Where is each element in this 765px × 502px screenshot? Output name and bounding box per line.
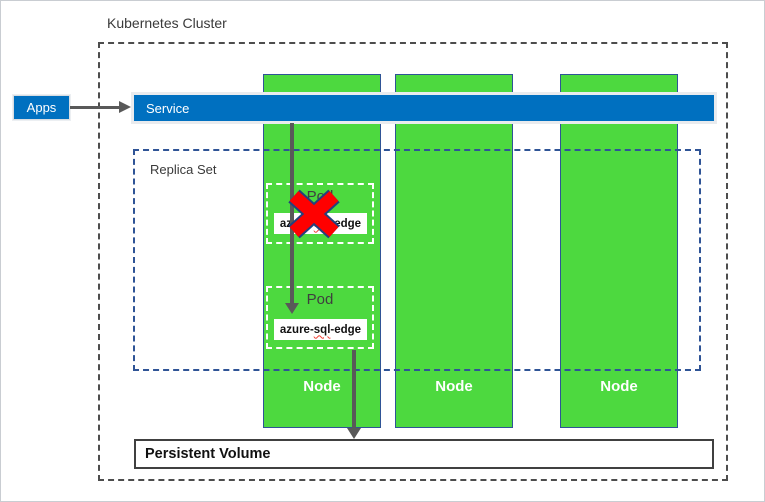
replica-set-boundary: Replica Set [133, 149, 701, 371]
pod-to-volume-arrow-line [352, 350, 356, 428]
apps-box: Apps [13, 95, 70, 120]
container-name-suffix: -edge [330, 323, 362, 336]
service-to-pod-arrow-line [290, 123, 294, 304]
cluster-title: Kubernetes Cluster [107, 15, 227, 31]
pod-to-volume-arrow-head [347, 428, 361, 439]
service-to-pod-arrow-head [285, 303, 299, 314]
node-3-label: Node [600, 378, 638, 395]
persistent-volume-box: Persistent Volume [134, 439, 714, 469]
apps-to-service-arrow-head [119, 101, 131, 113]
node-2-label: Node [435, 378, 473, 395]
service-label: Service [146, 100, 190, 116]
container-name-prefix: azure- [279, 323, 314, 336]
service-bar: Service [134, 95, 714, 121]
replica-set-label: Replica Set [150, 162, 217, 177]
apps-label: Apps [26, 100, 57, 115]
apps-to-service-arrow-line [70, 106, 121, 109]
persistent-volume-label: Persistent Volume [145, 446, 271, 462]
node-1-label: Node [303, 378, 341, 395]
pod-running-container-name: azure-sql-edge [274, 319, 367, 340]
cluster-boundary [98, 42, 728, 481]
pod-running-label: Pod [306, 291, 334, 308]
container-name-flagged: sql [313, 323, 331, 336]
pod-failure-x-icon [288, 189, 340, 239]
pod-running: Pod azure-sql-edge [266, 286, 374, 349]
